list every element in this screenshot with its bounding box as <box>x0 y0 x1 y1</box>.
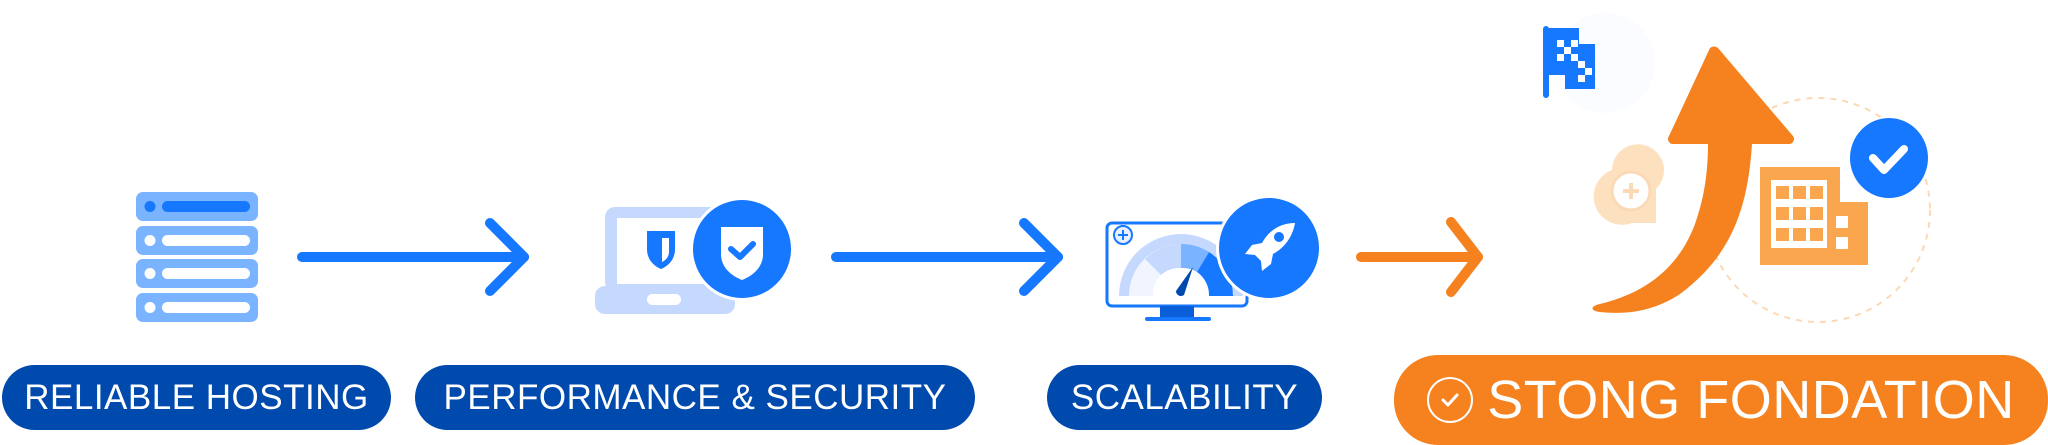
monitor-speedometer-rocket-icon <box>1105 195 1322 321</box>
arrow-right-icon <box>831 218 1063 296</box>
step-label-text: PERFORMANCE & SECURITY <box>443 377 947 417</box>
step-label-text: STONG FONDATION <box>1487 370 2015 430</box>
step-label-strong-foundation: STONG FONDATION <box>1394 355 2048 445</box>
server-icon <box>136 192 258 322</box>
step-label-text: SCALABILITY <box>1070 377 1299 417</box>
laptop-shield-icon <box>595 197 794 314</box>
plus-marker-icon <box>1593 144 1664 225</box>
step-label-performance-security: PERFORMANCE & SECURITY <box>415 365 975 430</box>
check-circle-icon <box>1850 118 1928 198</box>
step-label-reliable-hosting: RELIABLE HOSTING <box>2 365 391 430</box>
arrow-right-icon <box>297 218 529 296</box>
arrow-right-icon <box>1356 217 1483 297</box>
growth-arrow-building-icon <box>1543 13 1931 323</box>
check-circle-icon <box>1427 377 1474 423</box>
building-icon <box>1760 167 1868 265</box>
step-label-text: RELIABLE HOSTING <box>24 377 369 417</box>
step-label-scalability: SCALABILITY <box>1047 365 1322 430</box>
